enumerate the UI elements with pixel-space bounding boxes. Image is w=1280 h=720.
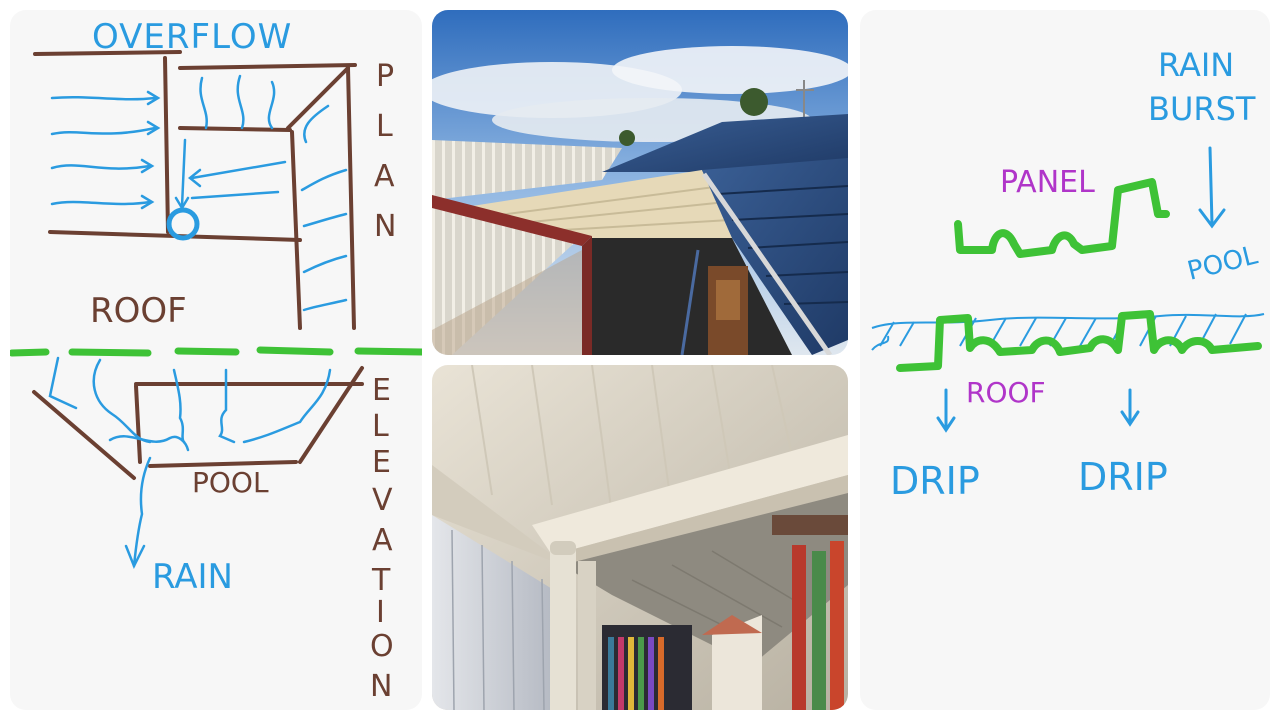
plan-flow-arrows — [50, 74, 348, 312]
burst-label: BURST — [1148, 90, 1256, 128]
roof-label: ROOF — [966, 376, 1046, 409]
elevation-letter: L — [372, 409, 389, 444]
roof-label: ROOF — [90, 291, 187, 331]
elevation-letter: E — [372, 445, 391, 480]
overflow-label: OVERFLOW — [92, 17, 292, 57]
elevation-letter: A — [372, 523, 393, 558]
plan-letter: A — [374, 159, 395, 194]
drip-left-label: DRIP — [890, 459, 980, 503]
roof-profile — [896, 310, 1262, 372]
plan-letter: P — [376, 59, 394, 94]
ceiling-photo-image — [432, 365, 848, 710]
pool-label: POOL — [192, 466, 269, 499]
burst-arrow-icon — [1198, 146, 1226, 229]
ceiling-photo — [432, 365, 848, 710]
plan-elevation-drawing: OVERFLOW — [10, 17, 422, 704]
rain-label: RAIN — [1158, 46, 1234, 84]
plan-letter: L — [376, 109, 393, 144]
plan-label: P L A N — [374, 59, 396, 244]
roof-photo — [432, 10, 848, 355]
plan-outline — [33, 50, 357, 330]
rain-label: RAIN — [152, 557, 233, 597]
panel-detail-sketch: RAIN BURST PANEL POOL ROOF DRIP — [860, 10, 1270, 710]
elevation-letter: I — [376, 595, 385, 630]
elevation-letter: O — [370, 629, 394, 664]
elevation-letter: T — [371, 563, 391, 598]
elevation-label: E L E V A T I O N — [370, 373, 394, 704]
elevation-letter: N — [370, 669, 392, 704]
roof-line — [10, 346, 422, 357]
pool-label: POOL — [1184, 240, 1261, 286]
panel-profile — [954, 178, 1170, 258]
elevation-letter: V — [372, 483, 393, 518]
elevation-outline — [32, 366, 364, 480]
elevation-letter: E — [372, 373, 391, 408]
drip-right-label: DRIP — [1078, 455, 1168, 499]
elevation-flow — [48, 356, 332, 570]
plan-elevation-sketch: OVERFLOW — [10, 10, 422, 710]
plan-letter: N — [374, 209, 396, 244]
drip-arrows — [936, 388, 1140, 433]
panel-label: PANEL — [1000, 165, 1095, 200]
roof-photo-image — [432, 10, 848, 355]
overflow-outlet-circle — [166, 207, 200, 241]
panel-detail-drawing: RAIN BURST PANEL POOL ROOF DRIP — [871, 46, 1265, 503]
